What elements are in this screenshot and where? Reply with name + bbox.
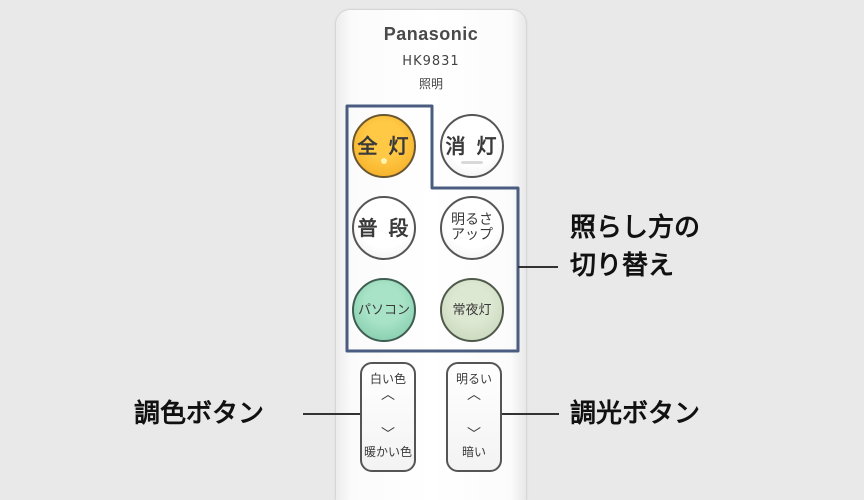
model-subtitle: 照明 (418, 77, 443, 91)
color-rocker-button[interactable]: 白い色 ︿ ﹀ 暖かい色 (360, 362, 416, 472)
dimmer-button-callout: 調光ボタン (570, 399, 701, 429)
dimmer-rocker-bottom-label: 暗い (461, 445, 486, 459)
indicator-light-icon (381, 158, 387, 164)
pc-mode-button[interactable]: パソコン (352, 278, 416, 342)
all-on-label: 全 灯 (357, 134, 411, 158)
chevron-down-icon: ﹀ (467, 427, 481, 443)
off-label: 消 灯 (445, 134, 499, 158)
normal-button[interactable]: 普 段 (352, 196, 416, 260)
switch-callout-line1: 照らし方の (570, 213, 701, 243)
color-rocker-bottom-label: 暖かい色 (363, 445, 412, 459)
indicator-bar-icon (461, 161, 483, 164)
color-rocker-top-label: 白い色 (369, 372, 406, 386)
brighter-button[interactable]: 明るさ アップ (440, 196, 504, 260)
model-number: HK9831 (402, 54, 460, 69)
chevron-down-icon: ﹀ (381, 427, 395, 443)
dimmer-rocker-button[interactable]: 明るい ︿ ﹀ 暗い (446, 362, 502, 472)
normal-label: 普 段 (357, 216, 411, 240)
off-button[interactable]: 消 灯 (440, 114, 504, 178)
color-callout-line (303, 413, 360, 415)
dimmer-callout-line (502, 413, 559, 415)
chevron-up-icon: ︿ (381, 387, 395, 403)
switch-callout-line2: 切り替え (570, 251, 675, 281)
brand-logo: Panasonic (383, 24, 479, 44)
night-light-button[interactable]: 常夜灯 (440, 278, 504, 342)
night-light-label: 常夜灯 (452, 302, 492, 318)
chevron-up-icon: ︿ (467, 387, 481, 403)
pc-mode-label: パソコン (357, 302, 410, 318)
dimmer-rocker-top-label: 明るい (455, 372, 492, 386)
all-on-button[interactable]: 全 灯 (352, 114, 416, 178)
switch-callout-line (518, 266, 558, 268)
brighter-label: 明るさ アップ (451, 212, 493, 243)
color-button-callout: 調色ボタン (134, 399, 265, 429)
